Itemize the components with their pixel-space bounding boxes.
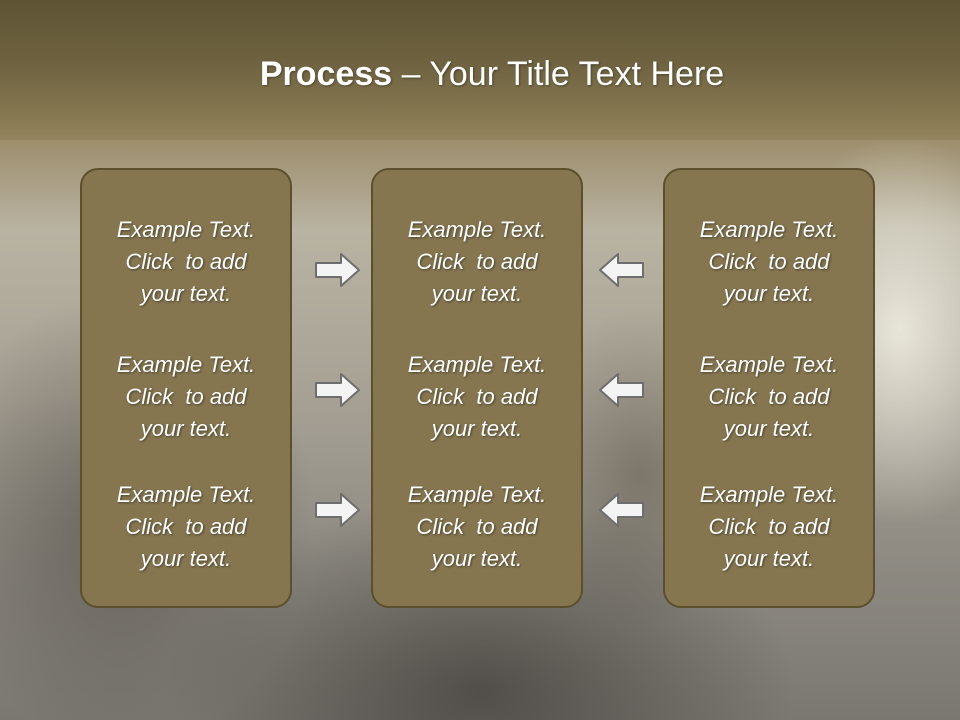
text-block-1-2[interactable]: Example Text. Click to add your text. <box>82 349 290 445</box>
text-line: your text. <box>431 546 523 571</box>
text-block-3-2[interactable]: Example Text. Click to add your text. <box>665 349 873 445</box>
text-line: Example Text. <box>407 482 547 507</box>
text-line: Example Text. <box>699 482 839 507</box>
text-line: your text. <box>723 546 815 571</box>
text-line: Click to add <box>125 249 247 274</box>
text-line: your text. <box>431 416 523 441</box>
text-line: Example Text. <box>407 217 547 242</box>
left-arrow-icon <box>599 253 644 287</box>
text-line: Example Text. <box>407 352 547 377</box>
title-band <box>0 0 960 140</box>
text-line: Click to add <box>708 249 830 274</box>
text-line: Example Text. <box>116 352 256 377</box>
text-line: your text. <box>140 281 232 306</box>
text-line: your text. <box>431 281 523 306</box>
title-rest: – Your Title Text Here <box>392 55 725 93</box>
title-bold: Process <box>259 55 393 93</box>
text-line: Click to add <box>125 384 247 409</box>
text-block-2-2[interactable]: Example Text. Click to add your text. <box>373 349 581 445</box>
text-line: Click to add <box>416 514 538 539</box>
text-block-1-1[interactable]: Example Text. Click to add your text. <box>82 214 290 310</box>
text-line: Example Text. <box>699 352 839 377</box>
left-arrow-icon <box>599 493 644 527</box>
text-line: Example Text. <box>116 482 256 507</box>
process-box-3[interactable]: Example Text. Click to add your text. Ex… <box>663 168 875 608</box>
right-arrow-icon <box>315 253 360 287</box>
text-block-3-3[interactable]: Example Text. Click to add your text. <box>665 479 873 575</box>
left-arrow-icon <box>599 373 644 407</box>
text-line: your text. <box>140 416 232 441</box>
process-box-2[interactable]: Example Text. Click to add your text. Ex… <box>371 168 583 608</box>
text-block-2-1[interactable]: Example Text. Click to add your text. <box>373 214 581 310</box>
text-block-3-1[interactable]: Example Text. Click to add your text. <box>665 214 873 310</box>
text-line: Click to add <box>125 514 247 539</box>
text-line: your text. <box>140 546 232 571</box>
text-line: your text. <box>723 416 815 441</box>
slide-title[interactable]: Process – Your Title Text Here <box>0 52 960 96</box>
text-line: Click to add <box>416 384 538 409</box>
text-line: your text. <box>723 281 815 306</box>
right-arrow-icon <box>315 493 360 527</box>
text-block-2-3[interactable]: Example Text. Click to add your text. <box>373 479 581 575</box>
text-line: Click to add <box>708 384 830 409</box>
right-arrow-icon <box>315 373 360 407</box>
text-line: Click to add <box>708 514 830 539</box>
process-box-1[interactable]: Example Text. Click to add your text. Ex… <box>80 168 292 608</box>
text-line: Example Text. <box>116 217 256 242</box>
text-line: Example Text. <box>699 217 839 242</box>
text-block-1-3[interactable]: Example Text. Click to add your text. <box>82 479 290 575</box>
text-line: Click to add <box>416 249 538 274</box>
